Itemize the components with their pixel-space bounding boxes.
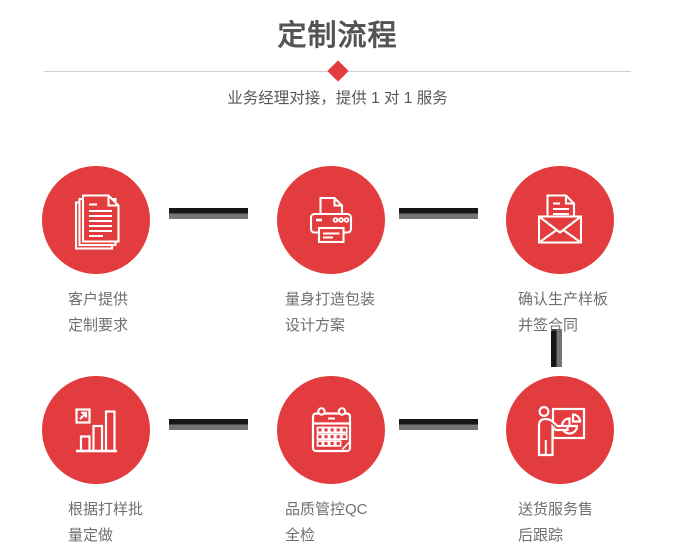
page-title: 定制流程 [277, 20, 398, 52]
connector-row1-left [169, 208, 248, 219]
step-label-2: 量身打造包装 设计方案 [285, 287, 375, 339]
step-label-line: 品质管控QC [285, 501, 368, 518]
step-circle-2 [277, 166, 385, 274]
bar-chart-icon [75, 408, 117, 453]
calendar-icon [311, 407, 352, 453]
step-label-5: 品质管控QC 全检 [285, 497, 368, 549]
step-label-line: 并签合同 [518, 317, 579, 334]
step-label-line: 量定做 [68, 527, 114, 544]
step-label-3: 确认生产样板 并签合同 [518, 287, 608, 339]
step-label-line: 设计方案 [285, 317, 346, 334]
step-label-line: 客户提供 [68, 291, 129, 308]
step-label-line: 量身打造包装 [285, 291, 376, 308]
step-label-line: 全检 [285, 527, 316, 544]
step-label-line: 后跟踪 [518, 527, 564, 544]
step-circle-1 [42, 166, 150, 274]
step-label-4: 根据打样批 量定做 [68, 497, 143, 549]
subtitle: 业务经理对接，提供 1 对 1 服务 [227, 90, 448, 107]
step-circle-3 [506, 166, 614, 274]
step-label-line: 定制要求 [68, 317, 129, 334]
printer-icon [309, 196, 353, 244]
documents-icon [74, 194, 120, 250]
connector-row1-right [399, 208, 478, 219]
connector-row2-left [169, 419, 248, 430]
step-label-1: 客户提供 定制要求 [68, 287, 128, 339]
step-circle-5 [277, 376, 385, 484]
title-divider [44, 60, 631, 82]
divider-diamond-icon [326, 60, 349, 82]
step-label-line: 确认生产样板 [518, 291, 609, 308]
connector-vertical [551, 329, 562, 367]
step-label-6: 送货服务售 后跟踪 [518, 497, 593, 549]
step-circle-4 [42, 376, 150, 484]
connector-row2-right [399, 419, 478, 430]
step-label-line: 送货服务售 [518, 501, 594, 518]
presenter-icon [537, 406, 586, 457]
step-circle-6 [506, 376, 614, 484]
step-label-line: 根据打样批 [68, 501, 144, 518]
envelope-icon [537, 194, 583, 244]
